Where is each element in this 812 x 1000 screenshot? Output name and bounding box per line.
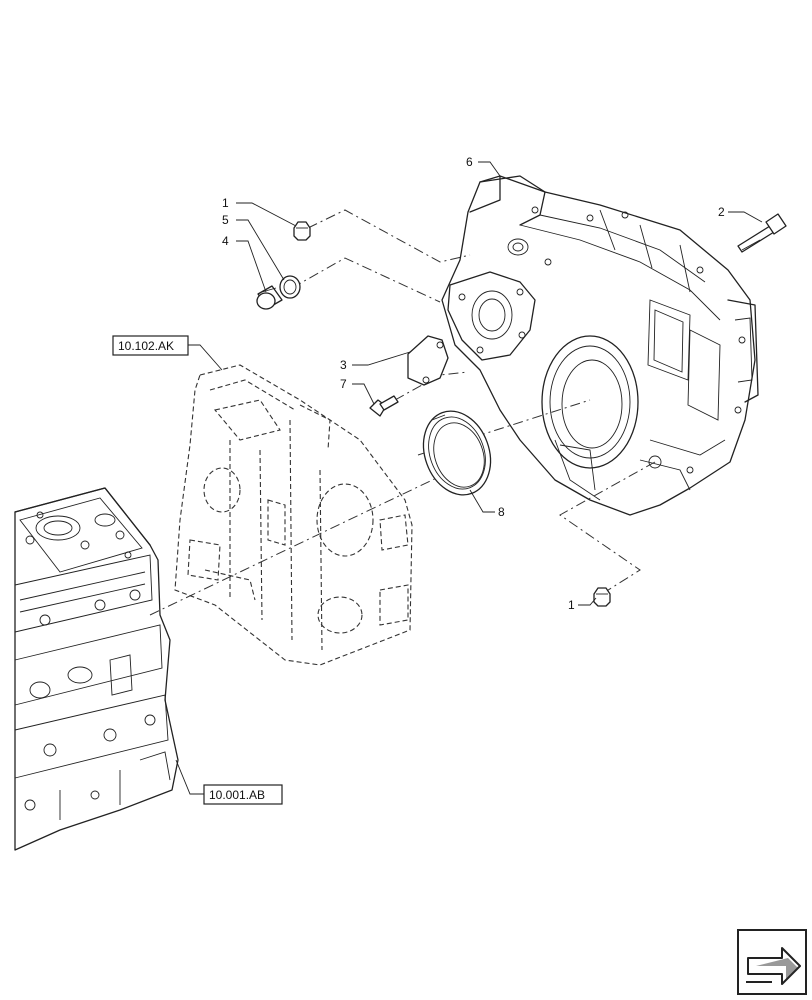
next-page-arrow-icon[interactable] bbox=[737, 929, 807, 995]
callout-1-upper: 1 bbox=[222, 196, 229, 210]
callout-4: 4 bbox=[222, 234, 229, 248]
cover-plate-part-3 bbox=[407, 335, 449, 386]
plug-part-1-upper bbox=[293, 221, 311, 241]
assembly-centerlines bbox=[149, 209, 656, 616]
o-ring-part-5 bbox=[279, 275, 301, 299]
callout-1-lower: 1 bbox=[568, 598, 575, 612]
callout-8: 8 bbox=[498, 505, 505, 519]
callout-2: 2 bbox=[718, 205, 725, 219]
flywheel-housing bbox=[441, 175, 759, 516]
callout-7: 7 bbox=[340, 377, 347, 391]
screw-part-7 bbox=[369, 395, 399, 417]
plug-part-1-lower bbox=[593, 587, 611, 607]
leader-lines bbox=[175, 161, 763, 795]
seal-ring-part-8 bbox=[422, 410, 492, 496]
engine-block bbox=[14, 487, 179, 851]
callout-5: 5 bbox=[222, 213, 229, 227]
plug-part-4 bbox=[256, 285, 283, 310]
callouts: 1 5 4 2 6 3 7 8 1 bbox=[222, 155, 725, 612]
reference-front-cover[interactable]: 10.102.AK bbox=[112, 335, 189, 356]
reference-front-cover-label: 10.102.AK bbox=[118, 339, 174, 353]
callout-3: 3 bbox=[340, 358, 347, 372]
reference-engine-block[interactable]: 10.001.AB bbox=[203, 784, 283, 805]
front-cover-ghost bbox=[174, 364, 413, 666]
callout-6: 6 bbox=[466, 155, 473, 169]
bolt-part-2 bbox=[737, 213, 787, 253]
reference-engine-block-label: 10.001.AB bbox=[209, 788, 265, 802]
